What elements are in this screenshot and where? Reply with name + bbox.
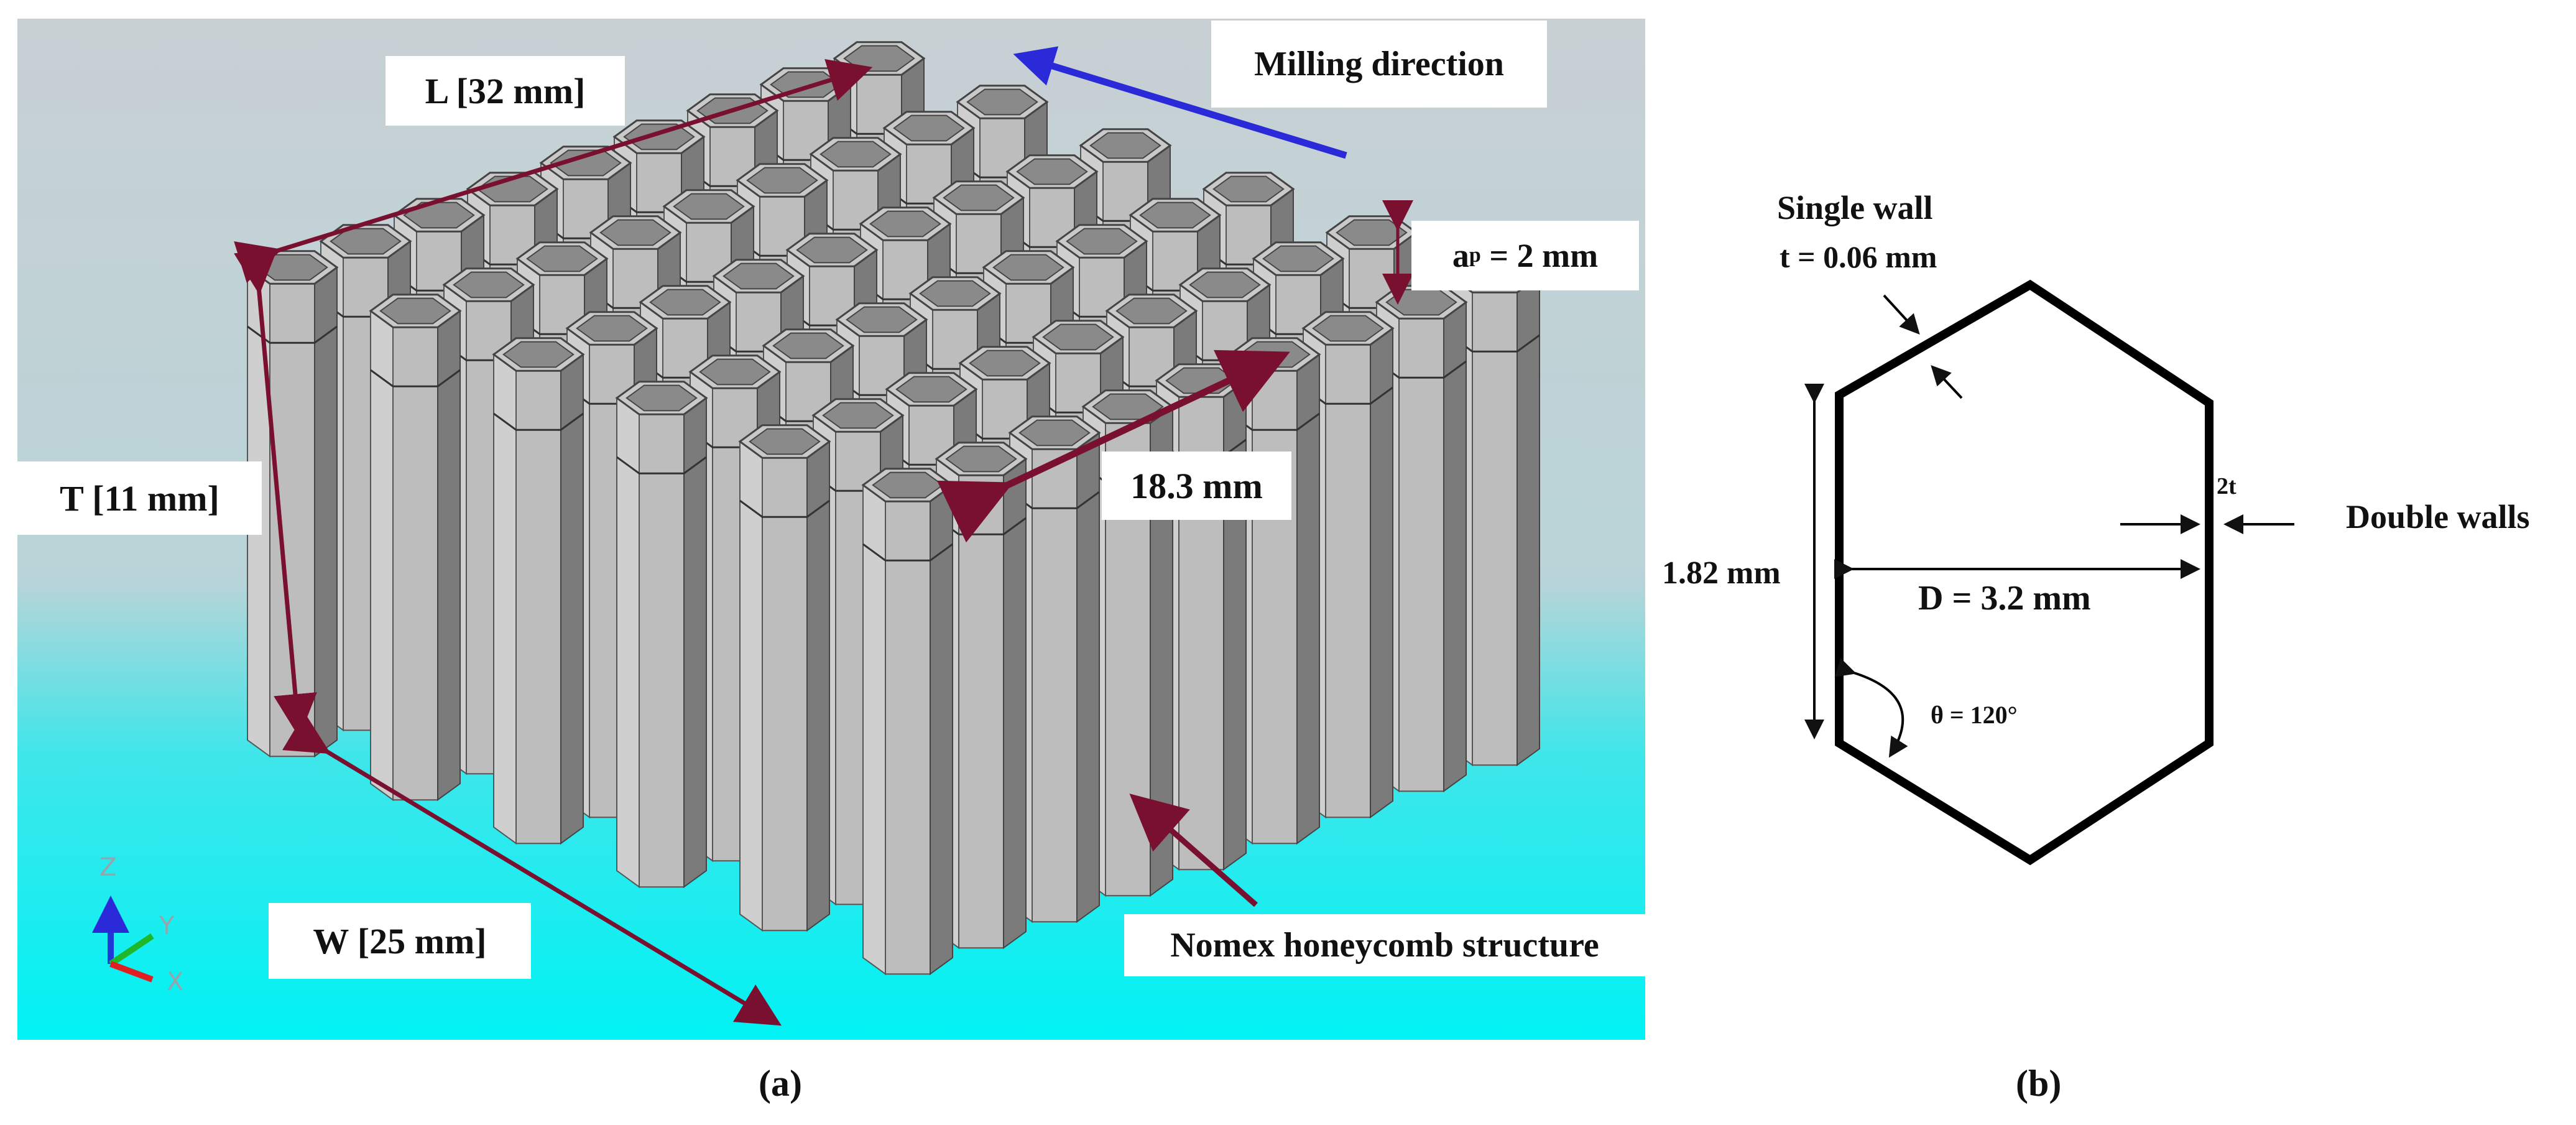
angle-arc [1834, 658, 1908, 758]
cell-opening [626, 384, 698, 412]
panel-b-caption: (b) [2016, 1063, 2062, 1104]
hexagon-cell-outline [1835, 279, 2214, 866]
cell-face-front [1032, 448, 1078, 923]
panel-a-caption: (a) [759, 1063, 802, 1104]
wall-thickness-arrow-bottom [1931, 365, 1963, 399]
milled-depth-line [616, 456, 707, 475]
wall-thickness-label: t = 0.06 mm [1780, 239, 1937, 274]
thickness-label: T [11 mm] [17, 461, 262, 535]
cell-opening [1066, 228, 1138, 255]
cell-opening [502, 341, 575, 368]
milling-direction-label: Milling direction [1211, 21, 1547, 108]
cell-opening [992, 254, 1064, 281]
length-dimension-arrow [234, 59, 873, 283]
side-length-label: 1.82 mm [1662, 555, 1781, 591]
single-wall-label: Single wall [1777, 189, 1933, 226]
width-label: W [25 mm] [269, 903, 531, 979]
coordinate-triad [92, 896, 154, 983]
y-axis-label: Y [159, 912, 175, 940]
diagonal-label: 18.3 mm [1102, 451, 1291, 520]
cell-opening [1115, 297, 1188, 325]
cell-opening [919, 280, 991, 307]
cell-opening [893, 114, 965, 142]
cell-opening [1139, 201, 1211, 229]
cell-opening [379, 297, 451, 325]
cell-face-front [1325, 344, 1371, 818]
cell-opening [649, 289, 721, 316]
milled-depth-line [493, 412, 584, 431]
depth-value: = 2 mm [1480, 237, 1599, 274]
cell-opening [872, 471, 944, 499]
cell-opening [846, 306, 918, 333]
diameter-label: D = 3.2 mm [1918, 579, 2091, 618]
cell-face-front [392, 326, 438, 801]
diagonal-dimension-arrow [936, 350, 1290, 543]
honeycomb-cell [492, 337, 585, 845]
cell-opening [822, 402, 894, 429]
honeycomb-cell [615, 381, 708, 889]
cell-opening [943, 184, 1015, 211]
cell-opening [576, 315, 648, 342]
double-walls-label: Double walls [2346, 498, 2530, 535]
cell-face-front [639, 414, 685, 888]
thickness-dimension-arrow [234, 249, 317, 738]
cell-opening [1089, 132, 1161, 159]
cell-face-front [1252, 370, 1298, 845]
y-axis-icon [109, 933, 154, 967]
honeycomb-cell [861, 468, 954, 976]
cell-opening [1312, 315, 1384, 342]
double-t-label: 2t [2217, 473, 2237, 499]
structure-label: Nomex honeycomb structure [1124, 914, 1645, 976]
cell-face-front [1472, 292, 1518, 766]
z-axis-label: Z [99, 853, 117, 882]
cell-face-front [515, 370, 561, 845]
width-dimension-arrow [282, 713, 782, 1026]
cell-opening [1016, 158, 1088, 185]
cell-opening [1189, 271, 1261, 299]
cell-opening [1212, 175, 1285, 203]
milled-depth-line [739, 499, 830, 518]
cell-opening [699, 358, 771, 386]
cell-opening [1042, 323, 1114, 351]
structure-pointer-arrow [1129, 794, 1258, 907]
angle-label: θ = 120° [1931, 701, 2018, 729]
length-label: L [32 mm] [385, 56, 625, 126]
cell-face-front [1398, 318, 1444, 792]
cell-opening [749, 428, 821, 455]
milled-depth-line [862, 543, 953, 562]
cell-face-front [269, 283, 315, 757]
depth-symbol: a [1452, 237, 1469, 274]
milled-depth-line [370, 369, 461, 387]
cell-opening [772, 332, 844, 359]
cell-opening [966, 88, 1038, 116]
cell-face-front [885, 501, 931, 975]
honeycomb-cell [738, 424, 831, 932]
cell-opening [1262, 245, 1334, 272]
x-axis-label: X [167, 968, 184, 996]
milling-direction-arrow [1013, 46, 1347, 159]
honeycomb-cell [369, 294, 462, 802]
x-axis-icon [109, 961, 154, 983]
depth-subscript: p [1469, 244, 1481, 267]
wall-thickness-arrow-top [1883, 294, 1920, 335]
cell-face-front [762, 457, 808, 932]
cell-face-front [958, 475, 1004, 949]
